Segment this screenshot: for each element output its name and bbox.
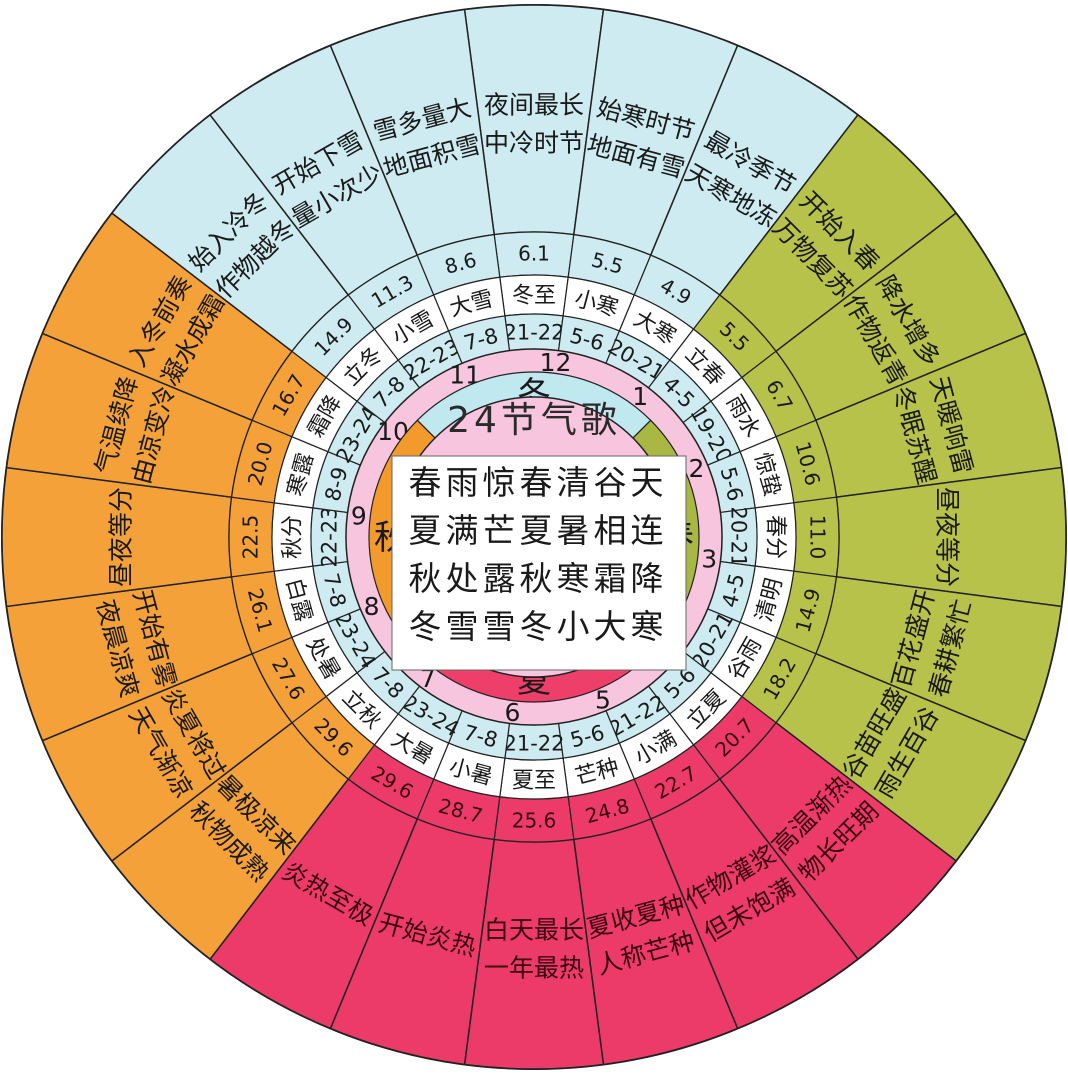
month-label: 1 xyxy=(632,382,648,411)
date-label: 21-22 xyxy=(503,321,564,345)
temperature-label: 22.5 xyxy=(239,515,263,560)
description-ring: 夜间最长中冷时节始寒时节地面有雪最冷季节天寒地冻开始入春万物复苏降水增多作物返青… xyxy=(1,4,1067,1070)
poem-line: 冬雪雪冬小大寒 xyxy=(409,607,668,646)
month-label: 5 xyxy=(595,685,611,714)
center-title: 24节气歌 xyxy=(447,400,621,441)
description-text: 白天最长 xyxy=(484,916,584,945)
term-name-label: 春分 xyxy=(763,515,788,559)
temperature-label: 6.1 xyxy=(518,242,550,266)
month-label: 2 xyxy=(689,454,705,483)
temperature-label: 25.6 xyxy=(512,809,557,833)
description-text: 昼夜等分 xyxy=(933,487,962,587)
poem-line: 夏满芒夏暑相连 xyxy=(409,511,668,550)
month-label: 3 xyxy=(701,545,717,574)
term-name-label: 秋分 xyxy=(281,515,306,559)
term-name-ring: 冬至小寒大寒立春雨水惊蛰春分清明谷雨立夏小满芒种夏至小暑大暑立秋处暑白露秋分寒露… xyxy=(271,274,797,800)
description-text: 一年最热 xyxy=(484,954,584,983)
description-text: 中冷时节 xyxy=(484,129,584,158)
term-name-label: 冬至 xyxy=(512,284,556,309)
poem-line: 秋处露秋寒霜降 xyxy=(409,559,668,598)
date-label: 21-22 xyxy=(503,732,564,756)
date-label: 20-21 xyxy=(727,506,751,567)
month-label: 6 xyxy=(505,698,521,727)
poem-line: 春雨惊春清谷天 xyxy=(409,463,668,502)
center-disc: 24节气歌 春雨惊春清谷天 夏满芒夏暑相连 秋处露秋寒霜降 冬雪雪冬小大寒 xyxy=(391,396,687,678)
month-label: 9 xyxy=(351,501,367,530)
poem-box xyxy=(391,455,687,671)
month-label: 7 xyxy=(420,664,436,693)
description-text: 昼夜等分 xyxy=(107,487,136,587)
month-label: 8 xyxy=(364,592,380,621)
description-text: 夜间最长 xyxy=(484,91,584,120)
temperature-label: 11.0 xyxy=(806,515,830,560)
term-name-label: 夏至 xyxy=(512,769,556,794)
date-label: 22-23 xyxy=(318,506,342,567)
